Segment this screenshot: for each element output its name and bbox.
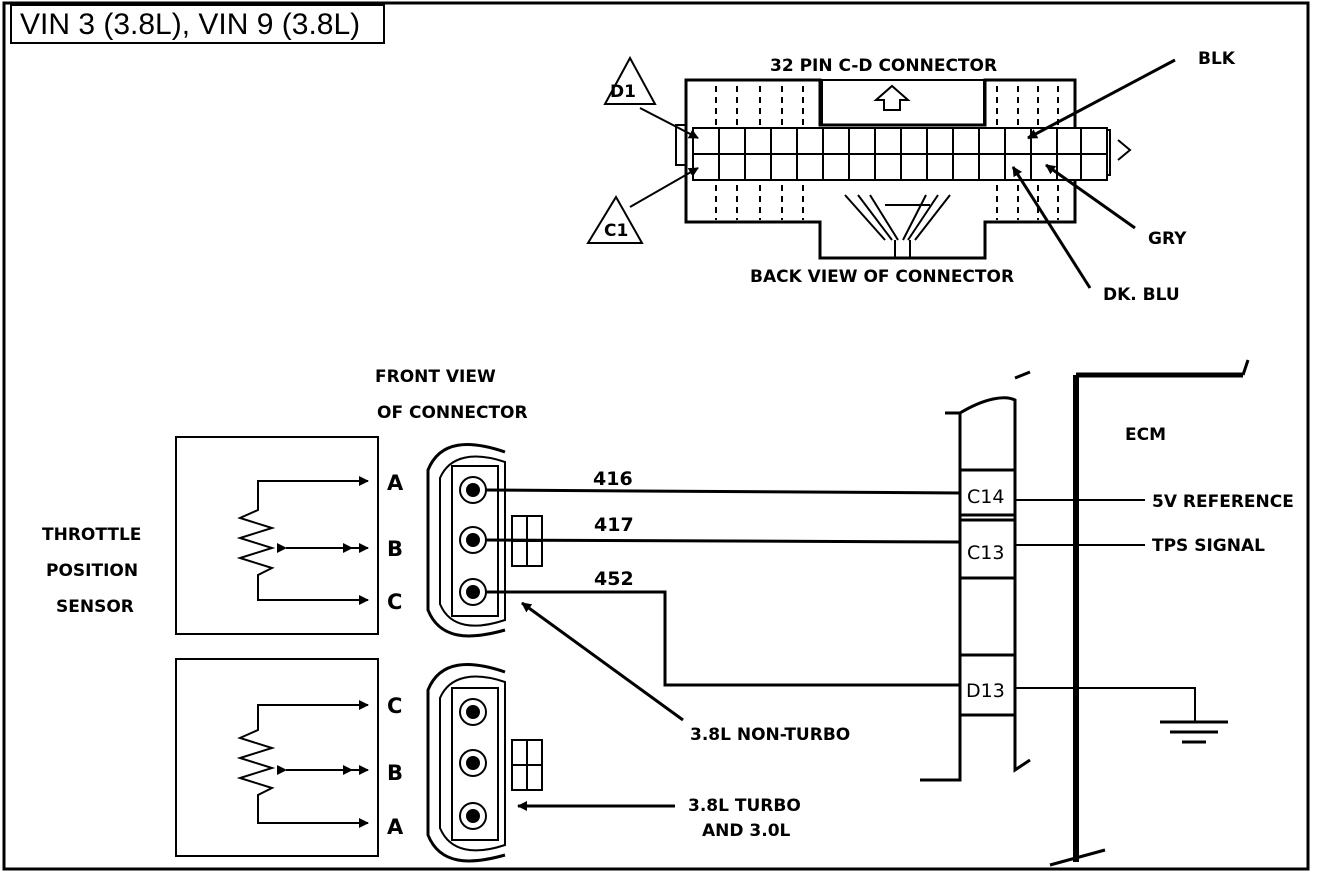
ecm-connector [920,370,1031,782]
sensor-label-line2: POSITION [46,561,138,581]
callout-turbo-line2: AND 3.0L [702,821,791,841]
wire-452-label: 452 [594,568,634,590]
callout-non-turbo: 3.8L NON-TURBO [690,725,850,745]
gry-label: GRY [1148,229,1187,249]
sensor-label-line1: THROTTLE [42,525,141,545]
d1-label: D1 [610,82,636,102]
signal-tps: TPS SIGNAL [1152,536,1265,556]
c1-label: C1 [604,221,628,241]
sensor-label-line3: SENSOR [56,597,134,617]
d1-marker [603,55,657,105]
upper-sensor: A B C [175,436,404,635]
front-view-caption-line1: FRONT VIEW [375,367,496,387]
dkblu-label: DK. BLU [1103,285,1180,305]
wire-416-label: 416 [593,468,633,490]
pin-c13: C13 [967,542,1004,564]
blk-label: BLK [1198,49,1236,69]
page-title: VIN 3 (3.8L), VIN 9 (3.8L) [20,8,360,41]
pin-c14: C14 [967,486,1004,508]
callout-turbo-line1: 3.8L TURBO [688,796,801,816]
upper-terminal-b: B [387,537,403,561]
back-view-connector: 32 PIN C-D CONNECTOR [586,49,1236,305]
c1-marker [586,195,644,244]
back-connector-caption: BACK VIEW OF CONNECTOR [750,267,1014,287]
back-connector-title: 32 PIN C-D CONNECTOR [770,56,997,76]
pin-d13: D13 [966,680,1005,702]
wires [485,488,961,687]
ecm-label: ECM [1125,425,1166,445]
lower-terminal-b: B [387,761,403,785]
lower-front-connector [426,663,543,863]
upper-terminal-a: A [387,471,404,495]
title-box [10,4,385,44]
signal-5v-reference: 5V REFERENCE [1152,492,1294,512]
lower-terminal-a: A [387,815,404,839]
ecm-boundary [1049,359,1250,867]
lower-sensor: C B A [175,658,404,857]
upper-terminal-c: C [387,590,402,614]
front-view-caption-line2: OF CONNECTOR [377,403,528,423]
wire-417-label: 417 [594,514,634,536]
lower-terminal-c: C [387,694,402,718]
